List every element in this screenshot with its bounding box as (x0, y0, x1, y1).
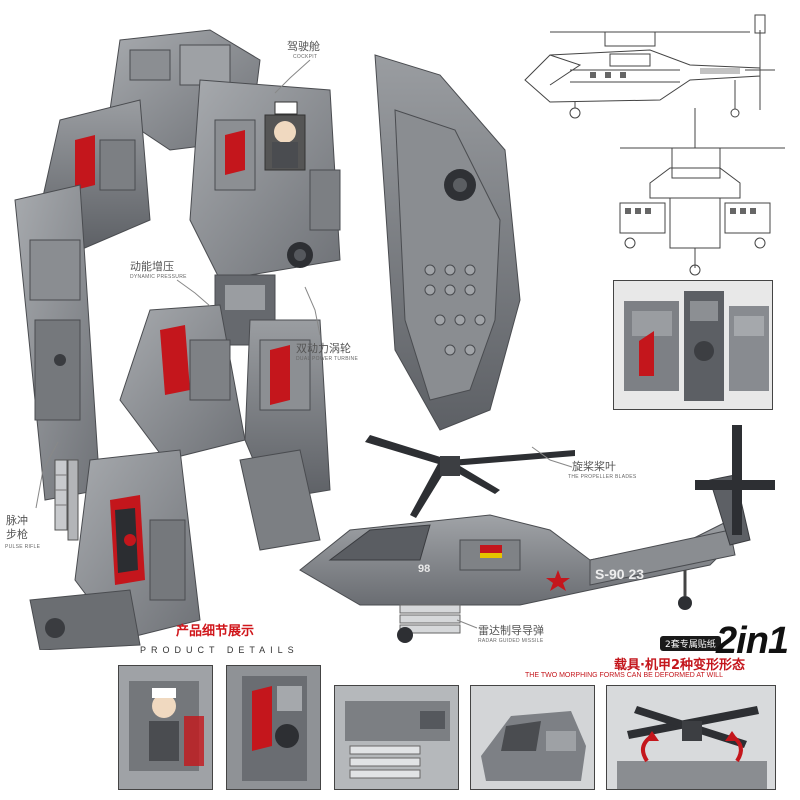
callout-rifle-leader (35, 441, 59, 509)
callout-missile-cn: 雷达制导导弹 (478, 624, 544, 637)
callout-missile-leader (456, 619, 478, 629)
helicopter-illustration: S-90 23 98 (290, 420, 780, 650)
detail-thumbnail-missiles (334, 685, 459, 790)
callout-propeller-cn: 旋桨桨叶 (572, 460, 616, 473)
detail-thumbnail-cockpit (118, 665, 213, 790)
callout-rifle-cn-line1: 脉冲 (6, 514, 28, 527)
sticker-badge: 2套专属贴纸 (660, 636, 721, 651)
detail-thumbnail-joint (613, 280, 773, 410)
callout-turbine-cn: 双动力涡轮 (296, 342, 351, 355)
two-in-one-logo: 2in1 (716, 620, 789, 662)
callout-cockpit-cn: 驾驶舱 (287, 40, 320, 53)
blueprint-side-view (510, 10, 795, 120)
two-forms-title-cn: 载具·机甲2种变形形态 (614, 658, 745, 673)
callout-rifle-en: PULSE RIFLE (5, 544, 41, 550)
heli-body-number: 98 (418, 563, 431, 575)
detail-thumbnail-helicopter-body (470, 685, 595, 790)
callout-dynamic-pressure-cn: 动能增压 (130, 260, 174, 273)
callout-dynamic-pressure-leader (176, 279, 211, 307)
blueprint-front-view (610, 108, 790, 278)
heli-tail-number: S-90 23 (595, 566, 645, 582)
detail-thumbnail-rotor (606, 685, 776, 790)
product-details-title-en: PRODUCT DETAILS (140, 645, 299, 655)
callout-propeller-en: THE PROPELLER BLADES (568, 474, 637, 480)
callout-cockpit-leader (274, 59, 311, 94)
mech-robot-illustration (0, 20, 540, 650)
callout-dynamic-pressure-en: DYNAMIC PRESSURE (130, 274, 187, 280)
callout-turbine-leader (304, 286, 321, 336)
callout-cockpit-en: COCKPIT (293, 54, 318, 60)
two-forms-title-en: THE TWO MORPHING FORMS CAN BE DEFORMED A… (525, 672, 723, 679)
callout-turbine-en: DUAL POWER TURBINE (296, 356, 359, 362)
callout-missile-en: RADAR GUIDED MISSILE (478, 638, 544, 644)
detail-thumbnail-turbine (226, 665, 321, 790)
product-details-title-cn: 产品细节展示 (176, 624, 255, 639)
callout-propeller-leader (531, 446, 573, 468)
callout-rifle-cn-line2: 步枪 (6, 528, 28, 541)
